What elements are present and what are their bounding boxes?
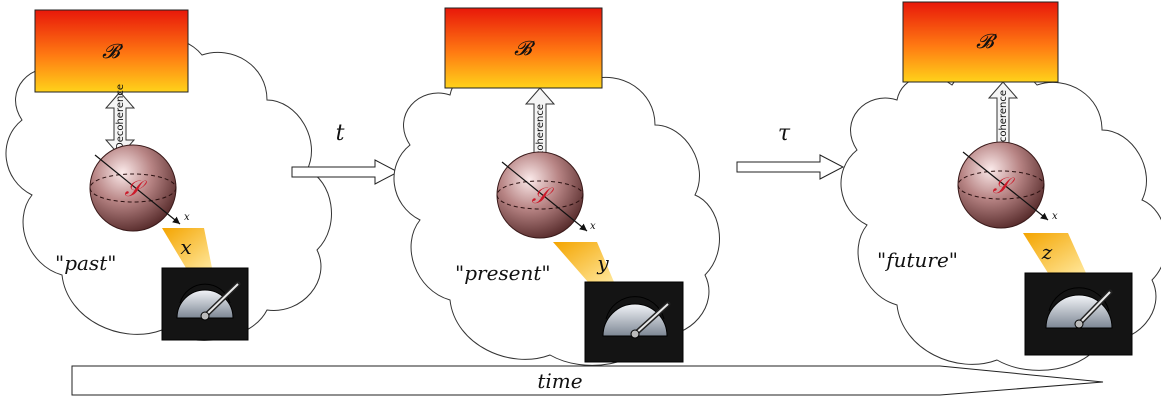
transition-t-label: t <box>336 121 345 146</box>
measurement-beam <box>1023 233 1086 273</box>
transition-tau-label: τ <box>778 121 791 146</box>
transition-t: t <box>291 121 400 185</box>
panel-future-content: 𝓑 Decoherence 𝒮 x "future" z <box>877 1 1133 356</box>
timeline-arrow: time <box>71 365 1104 396</box>
axis-label: x <box>590 221 596 232</box>
decoherence-label: Decoherence <box>115 84 126 150</box>
state-label: "past" <box>55 251 116 275</box>
axis-label: x <box>1052 211 1058 222</box>
system-sphere: 𝒮 x <box>89 144 190 232</box>
panel-present-content: 𝓑 Decoherence 𝒮 x "present" y <box>444 7 684 363</box>
meter <box>161 267 249 341</box>
bath-label: 𝓑 <box>976 29 998 53</box>
state-label: "future" <box>877 248 958 272</box>
decoherence-label: Decoherence <box>535 104 546 170</box>
bath-box <box>902 1 1059 83</box>
timeline-label: time <box>537 369 582 393</box>
bath-label: 𝓑 <box>514 36 536 60</box>
bath-label: 𝓑 <box>102 39 124 63</box>
system-sphere: 𝒮 x <box>496 151 596 239</box>
outcome-label: x <box>180 235 191 259</box>
state-label: "present" <box>455 261 551 285</box>
meter <box>584 281 684 363</box>
decoherence-label: Decoherence <box>998 90 1009 156</box>
system-sphere: 𝒮 x <box>957 141 1058 229</box>
bath-box <box>444 7 603 89</box>
axis-label: x <box>184 212 190 223</box>
bath-box <box>34 9 189 93</box>
outcome-label: y <box>596 251 609 275</box>
transition-tau: τ <box>736 121 845 180</box>
outcome-label: z <box>1041 240 1053 264</box>
panel-past-content: 𝓑 Decoherence 𝒮 x "past" x <box>34 9 249 341</box>
measurement-beam <box>162 228 212 268</box>
measurement-beam <box>553 242 614 282</box>
meter <box>1024 272 1133 356</box>
